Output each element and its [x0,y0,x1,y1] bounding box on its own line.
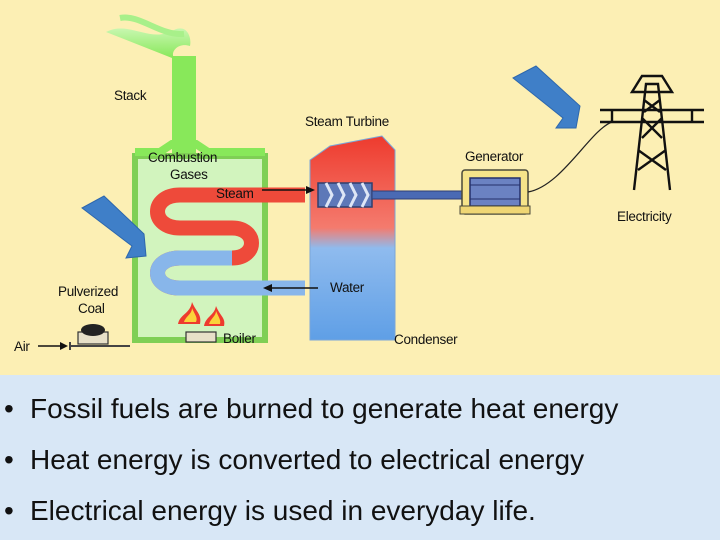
air-arrow-icon [38,342,68,350]
pointer-arrow-icon [81,195,147,259]
bullet-icon: • [4,495,14,526]
label-pulverized-coal: Coal [78,301,105,316]
bullet-list-panel: • Fossil fuels are burned to generate hea… [0,375,720,540]
turbine-rotor [317,182,373,208]
smoke-plume [106,28,191,58]
bullet-item: • Fossil fuels are burned to generate hea… [2,383,720,434]
burner [178,302,225,343]
label-combustion-gases: Combustion [148,150,217,165]
steam-turbine [309,135,396,341]
water-arrow-icon [263,284,318,292]
label-boiler: Boiler [223,331,257,346]
label-water: Water [330,280,365,295]
label-stack: Stack [114,88,147,103]
coal-feeder [77,324,109,345]
bullet-text: Fossil fuels are burned to generate heat… [30,393,619,424]
power-plant-diagram: Stack Combustion Gases Steam Turbine Gen… [0,0,720,375]
steam-coil [150,187,305,296]
bullet-text: Electrical energy is used in everyday li… [30,495,536,526]
electricity-pylon [600,74,704,191]
label-air: Air [14,339,30,354]
label-generator: Generator [465,149,524,164]
bullet-icon: • [4,444,14,475]
stack [106,14,196,156]
label-condenser: Condenser [394,332,458,347]
bullet-item: • Heat energy is converted to electrical … [2,434,720,485]
turbine-shaft [371,190,473,200]
label-pulverized-coal: Pulverized [58,284,118,299]
label-steam-turbine: Steam Turbine [305,114,389,129]
generator [459,169,531,215]
bullet-icon: • [4,393,14,424]
label-steam: Steam [216,186,254,201]
air-duct [69,342,130,350]
bullet-item: • Electrical energy is used in everyday l… [2,485,720,536]
transmission-wire [527,121,613,193]
label-combustion-gases: Gases [170,167,208,182]
bullet-text: Heat energy is converted to electrical e… [30,444,585,475]
pointer-arrow-icon [512,65,581,129]
steam-arrow-icon [262,186,315,194]
label-electricity: Electricity [617,209,672,224]
bullet-list: • Fossil fuels are burned to generate hea… [0,375,720,536]
